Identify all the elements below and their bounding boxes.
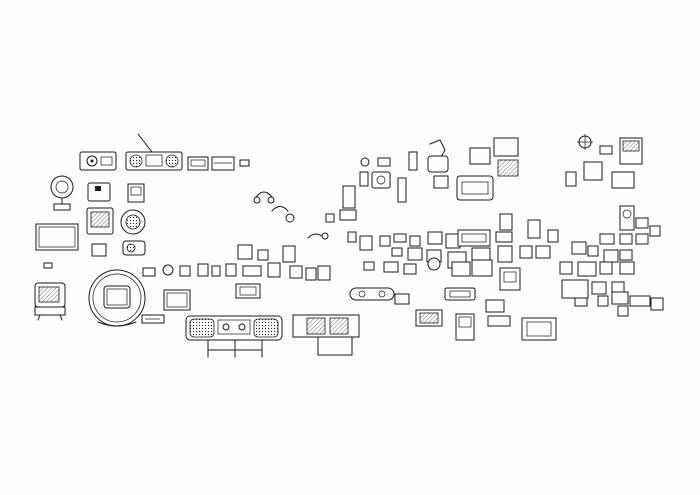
cassette-players-mid: [142, 244, 331, 299]
tape-deck-small: [187, 156, 250, 171]
game-controllers: [349, 257, 521, 301]
small-radio-row: [91, 240, 146, 257]
round-space-tv: [88, 269, 146, 327]
round-speaker-stand: [50, 175, 74, 211]
right-cluster-mid: [559, 205, 661, 277]
crt-tv-small: [86, 207, 146, 235]
scattered-small-items: [325, 213, 559, 269]
stereo-system: [185, 315, 283, 358]
phones-top: [339, 137, 519, 221]
vcr-small: [141, 314, 165, 324]
vintage-tv-stand: [34, 282, 66, 321]
tiny-device: [43, 262, 53, 269]
flat-screen-tv: [35, 223, 79, 251]
boombox: [125, 133, 183, 171]
small-devices-left: [87, 182, 145, 203]
monitor-right-of-tv: [163, 289, 191, 311]
record-player: [292, 314, 360, 356]
right-cluster-bottom: [561, 279, 664, 317]
transistor-radio: [79, 151, 117, 171]
right-cluster-top: [565, 134, 643, 189]
consoles-bottom-mid: [394, 287, 557, 341]
headphones-row: [253, 191, 329, 240]
